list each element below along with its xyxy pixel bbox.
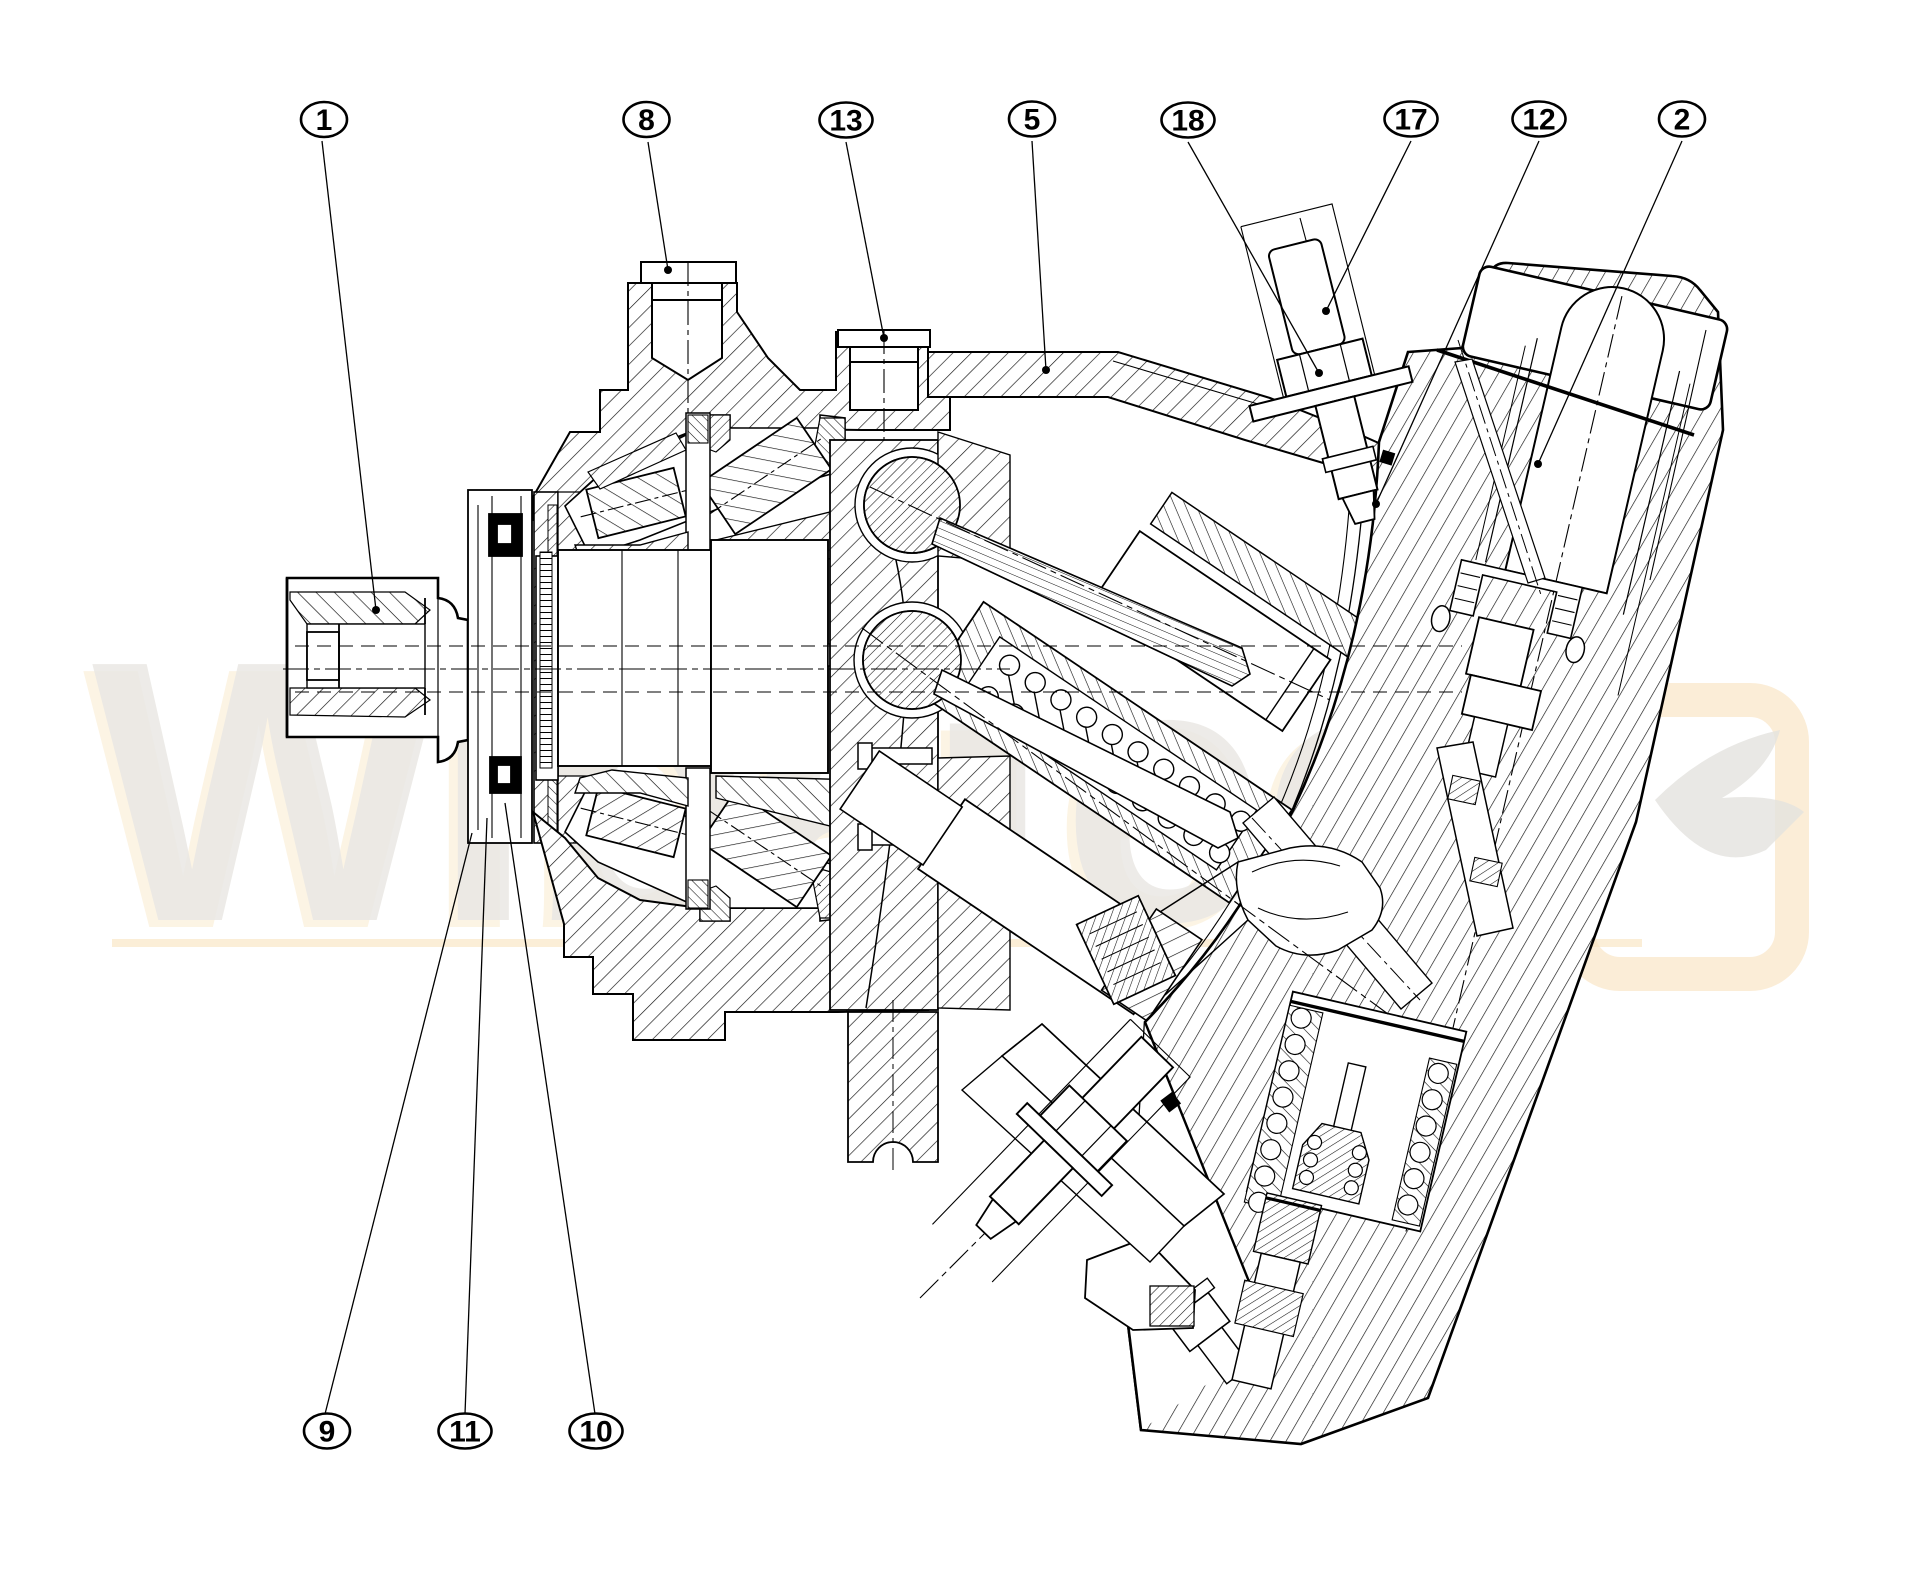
svg-text:2: 2 xyxy=(1674,104,1691,137)
svg-text:17: 17 xyxy=(1394,104,1427,137)
svg-text:10: 10 xyxy=(579,1416,612,1449)
svg-text:8: 8 xyxy=(638,104,655,137)
svg-text:5: 5 xyxy=(1024,104,1041,137)
svg-text:13: 13 xyxy=(829,105,862,138)
svg-text:1: 1 xyxy=(316,104,333,137)
svg-text:11: 11 xyxy=(449,1416,481,1449)
svg-text:9: 9 xyxy=(319,1416,336,1449)
svg-text:18: 18 xyxy=(1171,105,1204,138)
svg-text:12: 12 xyxy=(1522,104,1555,137)
